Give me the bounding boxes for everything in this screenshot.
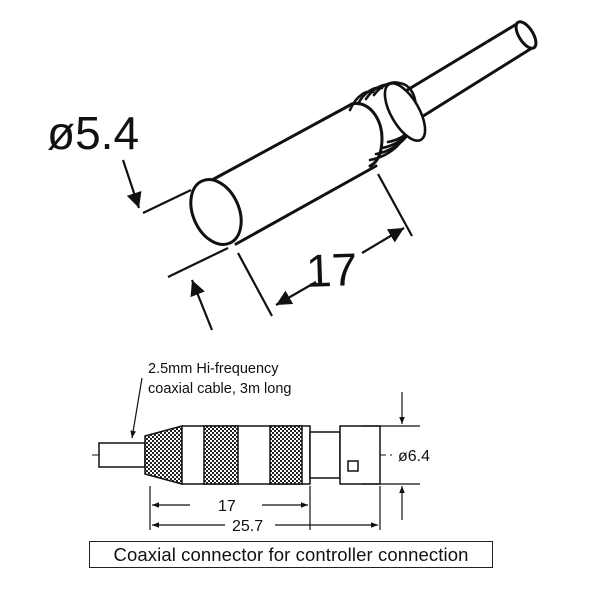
cable xyxy=(402,20,538,120)
extension-line xyxy=(377,173,413,237)
strain-relief xyxy=(144,425,183,485)
length-total-label: 25.7 xyxy=(232,518,263,535)
bottom-length-dimensions xyxy=(149,486,381,530)
extension-line xyxy=(167,247,229,278)
bottom-connector-drawing xyxy=(92,425,396,485)
connector-nose xyxy=(339,425,381,485)
cable-note-leader xyxy=(130,377,143,439)
caption-box: Coaxial connector for controller connect… xyxy=(89,541,493,568)
extension-line xyxy=(142,189,192,214)
strain-relief-rings xyxy=(348,81,427,162)
length-17-label: 17 xyxy=(218,498,236,515)
knurl-band-left xyxy=(203,425,239,485)
extension-line xyxy=(237,252,273,317)
connector-step xyxy=(309,431,341,479)
cable-segment xyxy=(98,442,146,468)
key-slot xyxy=(347,460,359,472)
cylinder-body xyxy=(189,101,384,246)
caption: Coaxial connector for controller connect… xyxy=(113,543,469,565)
diameter-arrow-bottom xyxy=(190,279,214,331)
length-arrow-left xyxy=(275,281,317,306)
diameter-arrow-top xyxy=(121,159,142,209)
top-length-label: 17 xyxy=(305,243,358,297)
top-diameter-dimension xyxy=(121,159,229,331)
cable-note-line2: coaxial cable, 3m long xyxy=(148,381,291,397)
top-diameter-label: ø5.4 xyxy=(47,107,139,159)
bottom-diameter-label: ø6.4 xyxy=(398,448,430,465)
length-arrow-right xyxy=(361,227,405,254)
top-length-dimension xyxy=(237,173,413,317)
knurl-band-right xyxy=(269,425,303,485)
cable-note-line1: 2.5mm Hi-frequency xyxy=(148,361,279,377)
top-connector-drawing xyxy=(189,20,538,246)
bottom-diameter-dimension xyxy=(362,392,420,520)
